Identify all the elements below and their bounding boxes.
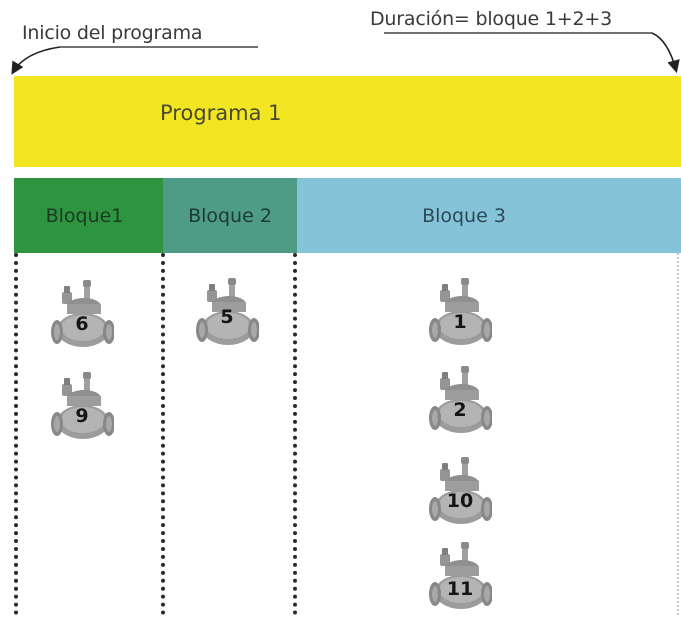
valve-2: 2 <box>428 364 492 440</box>
block-1-label: Bloque1 <box>45 204 124 227</box>
divider-block1-block2 <box>161 253 165 615</box>
valve-number: 9 <box>75 405 89 427</box>
valve-6: 6 <box>50 278 114 354</box>
annotation-arrows <box>11 32 680 75</box>
valve-9: 9 <box>50 370 114 446</box>
divider-left <box>14 253 18 615</box>
valve-number: 10 <box>446 490 474 512</box>
valve-number: 1 <box>453 311 467 333</box>
program-start-label: Inicio del programa <box>22 22 203 44</box>
divider-block2-block3 <box>293 253 297 615</box>
valve-number: 5 <box>220 306 234 328</box>
block-3-label: Bloque 3 <box>422 204 506 227</box>
program-bar <box>14 76 681 167</box>
block-2-label: Bloque 2 <box>188 204 272 227</box>
valve-10: 10 <box>428 455 492 531</box>
duration-arrow-icon <box>651 32 680 74</box>
start-arrow-icon <box>11 46 61 75</box>
valve-5: 5 <box>195 276 259 352</box>
block-1: Bloque1 <box>14 178 163 253</box>
program-label: Programa 1 <box>160 101 282 125</box>
valve-1: 1 <box>428 276 492 352</box>
valve-11: 11 <box>428 540 492 616</box>
valve-number: 6 <box>75 313 89 335</box>
valve-number: 2 <box>453 399 467 421</box>
duration-label: Duración= bloque 1+2+3 <box>370 8 612 30</box>
divider-right <box>677 253 679 615</box>
valve-number: 11 <box>446 578 474 600</box>
block-2: Bloque 2 <box>163 178 297 253</box>
block-3: Bloque 3 <box>297 178 681 253</box>
